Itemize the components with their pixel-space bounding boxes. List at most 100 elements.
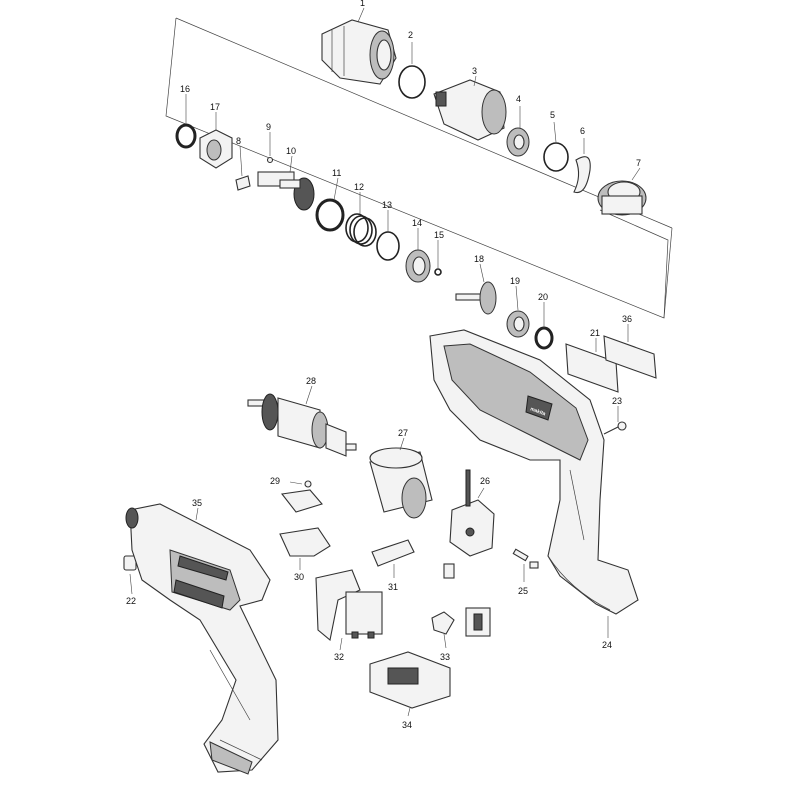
callout-16: 16	[180, 84, 190, 124]
part-7-ring-gear	[597, 180, 647, 216]
callout-20: 20	[538, 292, 548, 328]
callout-label: 15	[434, 230, 444, 240]
callout-label: 19	[510, 276, 520, 286]
part-6-clip	[573, 156, 591, 194]
callout-label: 13	[382, 200, 392, 210]
part-14-bearing	[405, 249, 431, 283]
callout-32: 32	[334, 637, 344, 662]
part-31-bar	[371, 539, 415, 567]
callout-30: 30	[294, 558, 304, 582]
callout-31: 31	[388, 564, 398, 592]
callout-3: 3	[472, 66, 477, 87]
part-2-o-ring	[398, 65, 426, 99]
part-33-cap	[431, 607, 491, 637]
callout-label: 18	[474, 254, 484, 264]
assembly-group-frame-edge	[663, 227, 673, 319]
callout-28: 28	[305, 376, 316, 405]
callout-14: 14	[412, 218, 422, 250]
part-15-small-ring	[434, 268, 442, 276]
part-19-bearing	[506, 310, 530, 338]
callout-36: 36	[622, 314, 632, 342]
part-29-brush-holder	[280, 480, 323, 513]
callout-label: 30	[294, 572, 304, 582]
callout-label: 34	[402, 720, 412, 730]
callout-12: 12	[354, 182, 364, 214]
callout-19: 19	[510, 276, 520, 311]
callout-6: 6	[580, 126, 585, 154]
part-17-retainer	[199, 129, 233, 169]
assembly-group-frame-edge	[175, 17, 673, 229]
part-12-spring	[345, 213, 377, 247]
callout-35: 35	[192, 498, 202, 521]
part-18-gear-shaft	[455, 281, 497, 315]
part-16-washer	[175, 123, 197, 149]
callout-9: 9	[266, 122, 271, 156]
part-8-pin	[235, 175, 251, 191]
part-24-housing-right: makita	[429, 329, 639, 615]
callout-8: 8	[236, 136, 243, 177]
callout-13: 13	[382, 200, 392, 232]
part-23-screw	[603, 421, 627, 435]
callout-18: 18	[474, 254, 485, 283]
callout-label: 14	[412, 218, 422, 228]
callout-label: 10	[286, 146, 296, 156]
callout-label: 5	[550, 110, 555, 120]
part-34-terminal-base	[369, 651, 451, 709]
callout-label: 24	[602, 640, 612, 650]
callout-label: 22	[126, 596, 136, 606]
part-11-ring	[315, 198, 345, 232]
part-21-label-plate	[565, 343, 619, 393]
part-36-name-plate	[603, 335, 657, 379]
part-26-switch-unit	[443, 469, 495, 579]
part-30-plate	[279, 527, 331, 557]
callout-34: 34	[402, 707, 412, 730]
callout-label: 8	[236, 136, 241, 146]
part-27-magnet-housing	[369, 447, 433, 519]
callout-label: 4	[516, 94, 521, 104]
part-10-spindle	[257, 171, 315, 211]
callout-label: 6	[580, 126, 585, 136]
part-32-trigger-switch	[315, 569, 383, 642]
callout-25: 25	[518, 564, 528, 596]
callout-29: 29	[270, 476, 303, 486]
callout-22: 22	[126, 573, 136, 606]
callout-label: 23	[612, 396, 622, 406]
callout-label: 16	[180, 84, 190, 94]
callout-label: 12	[354, 182, 364, 192]
callout-label: 20	[538, 292, 548, 302]
part-4-bearing	[506, 127, 530, 157]
callout-label: 31	[388, 582, 398, 592]
callout-label: 2	[408, 30, 413, 40]
part-35-housing-left	[125, 503, 279, 775]
part-1-nose-cap	[321, 19, 397, 85]
callout-label: 11	[332, 168, 341, 178]
callout-label: 36	[622, 314, 632, 324]
callout-33: 33	[440, 633, 450, 662]
callout-2: 2	[408, 30, 413, 64]
part-3-sleeve	[433, 79, 507, 141]
callout-10: 10	[286, 146, 296, 173]
callout-label: 1	[360, 0, 365, 8]
callout-label: 3	[472, 66, 477, 76]
callout-label: 32	[334, 652, 344, 662]
callout-21: 21	[590, 328, 600, 352]
callout-label: 9	[266, 122, 271, 132]
part-13-o-ring	[376, 231, 400, 261]
callout-label: 7	[636, 158, 641, 168]
callout-label: 25	[518, 586, 528, 596]
callout-label: 27	[398, 428, 408, 438]
callout-label: 17	[210, 102, 220, 112]
callout-label: 29	[270, 476, 280, 486]
callout-label: 26	[480, 476, 490, 486]
part-20-washer	[534, 326, 554, 350]
callout-label: 21	[590, 328, 600, 338]
callout-23: 23	[612, 396, 622, 422]
callout-27: 27	[398, 428, 408, 451]
callout-label: 35	[192, 498, 202, 508]
callout-17: 17	[210, 102, 220, 130]
svg-text:makita: makita	[529, 406, 546, 417]
callout-5: 5	[550, 110, 557, 143]
callout-24: 24	[602, 616, 612, 650]
callout-11: 11	[332, 168, 341, 201]
